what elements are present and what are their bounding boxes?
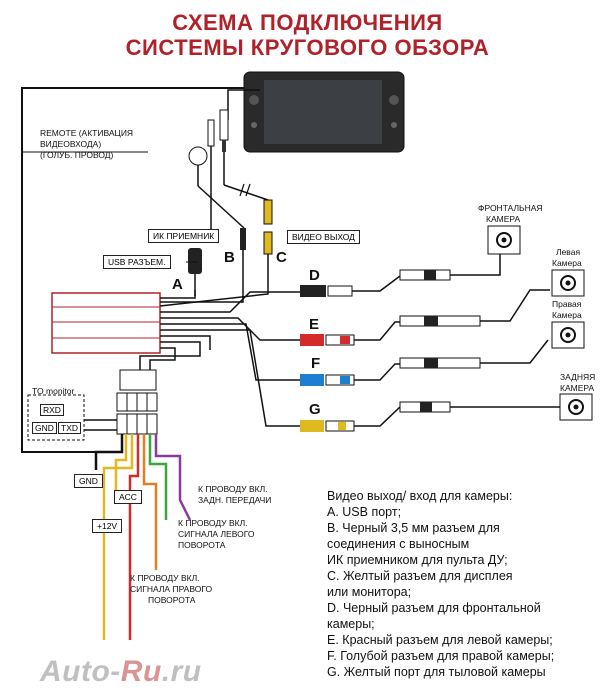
usb-connector: [188, 248, 202, 296]
rear-camera-label-1: ЗАДНЯЯ: [560, 372, 596, 382]
legend-line: C. Желтый разъем для дисплея: [327, 569, 513, 583]
to-monitor-label: TO monitor: [32, 386, 75, 396]
letter-d: D: [309, 267, 320, 284]
video-out-label: ВИДЕО ВЫХОД: [287, 230, 360, 244]
legend-line: камеры;: [327, 617, 375, 631]
watermark-part3: .ru: [161, 655, 202, 688]
letter-g: G: [309, 401, 321, 418]
legend-line: A. USB порт;: [327, 505, 402, 519]
legend-line: E. Красный разъем для левой камеры;: [327, 633, 553, 647]
to-monitor-box: [27, 394, 85, 441]
diagram-title-line1: СХЕМА ПОДКЛЮЧЕНИЯ: [172, 10, 443, 35]
right-camera-label-2: Камера: [552, 310, 582, 320]
rear-camera: [559, 393, 593, 421]
letter-c: C: [276, 249, 287, 266]
remote-label-3: (ГОЛУБ. ПРОВОД): [40, 150, 114, 160]
legend-line: F. Голубой разъем для правой камеры;: [327, 649, 555, 663]
diagram-title-line2: СИСТЕМЫ КРУГОВОГО ОБЗОРА: [125, 35, 490, 60]
remote-label-1: REMOTE (АКТИВАЦИЯ: [40, 128, 134, 138]
jack-b-connector: [240, 228, 246, 250]
left-turn-label-3: ПОВОРОТА: [178, 540, 226, 550]
ir-receiver-label: ИК ПРИЕМНИК: [148, 229, 220, 243]
legend-line: G. Желтый порт для тыловой камеры: [327, 665, 546, 679]
letter-e: E: [309, 316, 320, 333]
acc-label: ACC: [114, 490, 142, 504]
legend-line: или монитора;: [327, 585, 412, 599]
left-camera-label-2: Камера: [552, 258, 582, 268]
video-out-rca: [263, 199, 273, 278]
legend-line: соединения с выносным: [327, 537, 470, 551]
outer-frame-wire: [21, 87, 245, 453]
power-connector-block: [116, 369, 158, 435]
watermark-part2: Ru: [120, 655, 162, 688]
main-module: [51, 292, 161, 354]
right-camera: [551, 321, 585, 349]
gnd-small-label: GND: [32, 422, 57, 434]
cable-d: [300, 248, 501, 297]
right-turn-label-1: К ПРОВОДУ ВКЛ.: [130, 573, 200, 583]
right-turn-label-2: СИГНАЛА ПРАВОГО: [130, 584, 213, 594]
front-camera-label-2: КАМЕРА: [486, 214, 521, 224]
right-turn-label-3: ПОВОРОТА: [148, 595, 196, 605]
letter-a: A: [172, 276, 183, 293]
txd-label: TXD: [58, 422, 81, 434]
power-wires: [94, 434, 192, 640]
rear-camera-label-2: КАМЕРА: [560, 383, 595, 393]
remote-label-2: ВИДЕОВХОДА): [40, 139, 102, 149]
left-camera: [551, 269, 585, 297]
head-unit-display: [243, 71, 405, 153]
harness-wires: [139, 278, 300, 427]
rxd-label: RXD: [40, 404, 64, 416]
reverse-label-2: ЗАДН. ПЕРЕДАЧИ: [198, 495, 272, 505]
front-camera-label-1: ФРОНТАЛЬНАЯ: [478, 203, 543, 213]
cable-e: [300, 289, 550, 346]
usb-label: USB РАЗЪЕМ.: [103, 255, 171, 269]
left-camera-label-1: Левая: [556, 247, 581, 257]
legend-heading: Видео выход/ вход для камеры:: [327, 489, 513, 503]
letter-b: B: [224, 249, 235, 266]
letter-f: F: [311, 355, 321, 372]
front-camera: [487, 225, 521, 255]
watermark-part1: Auto-: [40, 655, 121, 688]
legend-line: ИК приемником для пульта ДУ;: [327, 553, 508, 567]
12v-label: +12V: [92, 519, 123, 533]
left-turn-label-2: СИГНАЛА ЛЕВОГО: [178, 529, 255, 539]
cable-g: [300, 401, 560, 432]
left-turn-label-1: К ПРОВОДУ ВКЛ.: [178, 518, 248, 528]
cable-f: [300, 339, 549, 386]
reverse-label-1: К ПРОВОДУ ВКЛ.: [198, 484, 268, 494]
legend-block: Видео выход/ вход для камеры: A. USB пор…: [327, 488, 607, 680]
right-camera-label-1: Правая: [552, 299, 582, 309]
legend-line: D. Черный разъем для фронтальной: [327, 601, 541, 615]
ir-receiver-device: [188, 146, 245, 229]
gnd-label: GND: [74, 474, 103, 488]
watermark: Auto-Ru.ru: [40, 655, 202, 689]
legend-line: B. Черный 3,5 мм разъем для: [327, 521, 500, 535]
